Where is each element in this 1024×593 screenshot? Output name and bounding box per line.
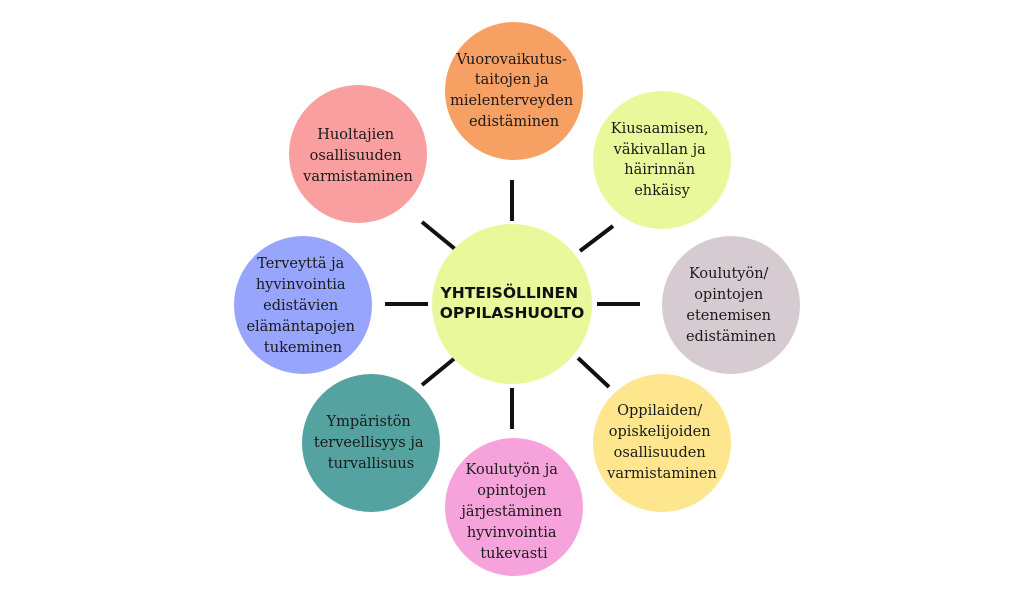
node-circle — [445, 438, 583, 576]
node-label-line: mielenterveyden — [450, 93, 573, 109]
node-label-line: Ympäristön — [326, 414, 411, 430]
node-label-line: osallisuuden — [614, 445, 706, 461]
node-label-line: opintojen — [477, 483, 546, 499]
node-label-line: taitojen ja — [475, 72, 549, 88]
node-oppilaiden-osallisuuden: Oppilaiden/ opiskelijoiden osallisuuden … — [593, 374, 731, 512]
node-label-line: häirinnän — [624, 162, 695, 178]
center-label-line-2: OPPILASHUOLTO — [440, 304, 585, 322]
node-label: Ympäristön terveellisyys ja turvallisuus — [314, 414, 428, 472]
node-circle — [302, 374, 440, 512]
node-terveytta-hyvinvointia: Terveyttä ja hyvinvointia edistävien elä… — [234, 236, 372, 374]
node-label-line: Kiusaamisen, — [611, 121, 709, 137]
node-label-line: edistävien — [263, 298, 338, 314]
node-label-line: terveellisyys ja — [314, 435, 424, 451]
node-label-line: Terveyttä ja — [257, 256, 344, 272]
node-koulutyon-jarjestaminen: Koulutyön ja opintojen järjestäminen hyv… — [445, 438, 583, 576]
connector-bottom-right — [576, 356, 611, 389]
node-koulutyon-opintojen-etenemisen: Koulutyön/ opintojen etenemisen edistämi… — [662, 236, 800, 374]
node-label: Kiusaamisen, väkivallan ja häirinnän ehk… — [611, 121, 714, 199]
node-label-line: edistäminen — [686, 329, 776, 345]
node-label-line: opintojen — [694, 287, 763, 303]
node-circle — [593, 374, 731, 512]
node-label-line: Vuorovaikutus- — [456, 52, 567, 68]
node-kiusaamisen: Kiusaamisen, väkivallan ja häirinnän ehk… — [593, 91, 731, 229]
node-circle — [289, 85, 427, 223]
connector-bottom-left — [420, 356, 457, 387]
node-label-line: ehkäisy — [634, 183, 690, 199]
node-circle — [445, 22, 583, 160]
node-label: Koulutyön ja opintojen järjestäminen hyv… — [459, 462, 566, 562]
node-label-line: varmistaminen — [606, 466, 717, 482]
connector-top-left — [420, 220, 457, 251]
node-label-line: tukeminen — [264, 340, 342, 356]
center-node: YHTEISÖLLINEN OPPILASHUOLTO — [432, 224, 592, 384]
node-label-line: osallisuuden — [310, 148, 402, 164]
node-label: Terveyttä ja hyvinvointia edistävien elä… — [246, 256, 359, 356]
node-label-line: tukevasti — [480, 546, 548, 562]
connector-top-right — [578, 224, 615, 253]
node-label-line: hyvinvointia — [256, 277, 346, 293]
node-label-line: järjestäminen — [459, 504, 562, 520]
node-label-line: Koulutyön/ — [689, 266, 769, 282]
node-label-line: Oppilaiden/ — [617, 403, 702, 419]
node-vuorovaikutustaitojen: Vuorovaikutus- taitojen ja mielenterveyd… — [445, 22, 583, 160]
center-circle — [432, 224, 592, 384]
node-circle — [593, 91, 731, 229]
node-circle — [662, 236, 800, 374]
node-label: Huoltajien osallisuuden varmistaminen — [302, 127, 413, 185]
node-label: Koulutyön/ opintojen etenemisen edistämi… — [686, 266, 776, 345]
node-label-line: elämäntapojen — [246, 319, 355, 335]
node-label-line: etenemisen — [686, 308, 771, 324]
center-label: YHTEISÖLLINEN OPPILASHUOLTO — [440, 283, 585, 322]
node-label: Oppilaiden/ opiskelijoiden osallisuuden … — [606, 403, 717, 482]
node-label-line: turvallisuus — [328, 456, 414, 472]
node-ympariston-terveellisyys: Ympäristön terveellisyys ja turvallisuus — [302, 374, 440, 512]
node-label-line: edistäminen — [469, 114, 559, 130]
connectors — [385, 180, 640, 429]
node-huoltajien-osallisuuden: Huoltajien osallisuuden varmistaminen — [289, 85, 427, 223]
center-label-line-1: YHTEISÖLLINEN — [440, 283, 579, 302]
node-label-line: hyvinvointia — [467, 525, 557, 541]
node-label-line: Koulutyön ja — [466, 462, 559, 478]
node-label-line: opiskelijoiden — [609, 424, 711, 440]
node-label-line: varmistaminen — [302, 169, 413, 185]
node-label-line: Huoltajien — [317, 127, 394, 143]
node-label-line: väkivallan ja — [613, 142, 706, 158]
node-label: Vuorovaikutus- taitojen ja mielenterveyd… — [450, 52, 578, 130]
node-circle — [234, 236, 372, 374]
